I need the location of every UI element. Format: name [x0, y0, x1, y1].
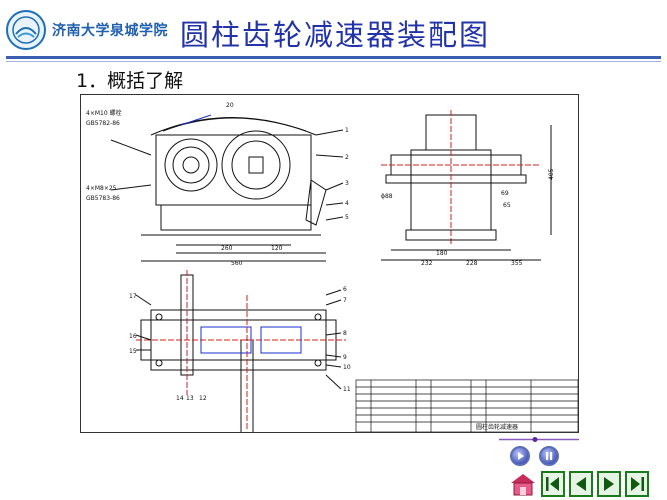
svg-text:7: 7	[343, 297, 347, 304]
svg-text:69: 69	[501, 190, 509, 197]
side-view	[381, 110, 552, 261]
school-name: 济南大学泉城学院	[52, 23, 168, 39]
assembly-drawing: 1 2 3 4 5 20 260 120 560 4×M10 螺栓 GB5782…	[80, 94, 579, 433]
progress-slider[interactable]	[499, 437, 579, 442]
previous-page-icon	[576, 477, 586, 491]
svg-text:405: 405	[548, 168, 555, 180]
first-page-button[interactable]	[541, 471, 565, 497]
pause-button[interactable]	[539, 446, 559, 466]
svg-text:11: 11	[343, 386, 351, 393]
home-button[interactable]	[510, 472, 536, 496]
top-view-labels: 6 7 8 9 10 11 17 16 15 14 13 12	[129, 286, 351, 402]
title-rule	[6, 56, 661, 59]
svg-text:12: 12	[199, 395, 207, 402]
play-button[interactable]	[510, 446, 530, 466]
svg-text:10: 10	[343, 364, 351, 371]
svg-text:6: 6	[343, 286, 347, 293]
title-rule-thin	[6, 61, 661, 62]
next-page-button[interactable]	[597, 471, 621, 497]
svg-text:2: 2	[345, 154, 349, 161]
svg-text:4: 4	[345, 200, 349, 207]
svg-text:180: 180	[436, 250, 448, 257]
svg-text:355: 355	[511, 260, 523, 267]
school-logo: 济南大学泉城学院	[6, 10, 176, 50]
svg-text:4×M8×25: 4×M8×25	[86, 185, 117, 192]
parts-list-table	[355, 379, 578, 432]
slide-title: 圆柱齿轮减速器装配图	[180, 18, 491, 52]
side-view-labels: 180 232 228 355 405 69 65 ϕ88	[381, 168, 555, 267]
school-emblem-icon	[6, 10, 46, 50]
svg-text:260: 260	[221, 245, 233, 252]
svg-text:GB5782-86: GB5782-86	[86, 120, 120, 127]
svg-text:16: 16	[129, 333, 137, 340]
pause-icon	[546, 452, 553, 460]
svg-text:20: 20	[226, 102, 234, 109]
svg-text:4×M10 螺栓: 4×M10 螺栓	[86, 109, 122, 117]
first-page-icon	[546, 477, 559, 491]
title-block-caption: 圆柱齿轮减速器	[476, 423, 518, 431]
svg-text:14: 14	[176, 395, 184, 402]
svg-text:232: 232	[421, 260, 433, 267]
svg-text:13: 13	[186, 395, 194, 402]
svg-text:ϕ88: ϕ88	[381, 193, 393, 200]
front-view	[110, 114, 344, 262]
top-view	[135, 270, 346, 432]
next-page-icon	[604, 477, 614, 491]
svg-text:120: 120	[271, 245, 283, 252]
last-page-button[interactable]	[625, 471, 649, 497]
home-icon	[511, 474, 535, 496]
front-view-labels: 1 2 3 4 5 20 260 120 560 4×M10 螺栓 GB5782…	[86, 102, 349, 267]
previous-page-button[interactable]	[569, 471, 593, 497]
svg-text:GB5783-86: GB5783-86	[86, 195, 120, 202]
section-heading: 1．概括了解	[76, 70, 184, 92]
svg-text:8: 8	[343, 330, 347, 337]
svg-text:560: 560	[231, 260, 243, 267]
last-page-icon	[631, 477, 644, 491]
svg-text:17: 17	[129, 293, 137, 300]
svg-text:1: 1	[345, 127, 349, 134]
svg-text:3: 3	[345, 180, 349, 187]
svg-text:15: 15	[129, 348, 137, 355]
svg-text:228: 228	[466, 260, 478, 267]
svg-text:5: 5	[345, 214, 349, 221]
play-icon	[518, 452, 524, 460]
svg-text:65: 65	[503, 202, 511, 209]
svg-text:9: 9	[343, 354, 347, 361]
